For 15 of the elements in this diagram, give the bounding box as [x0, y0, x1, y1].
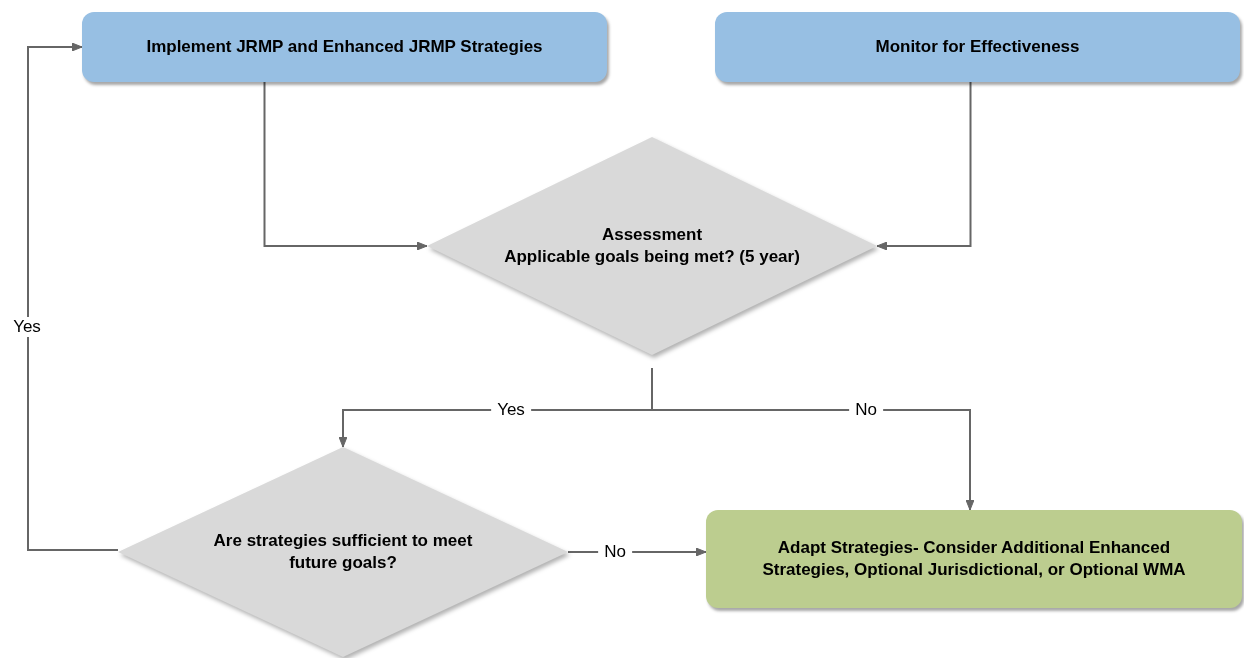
process-box: [706, 510, 1242, 608]
decision-diamond: [118, 447, 568, 657]
node-text: Are strategies sufficient to meet future goals?: [212, 529, 474, 574]
arrow: [651, 367, 975, 511]
decision-diamond: [427, 137, 877, 355]
process-box: [715, 12, 1240, 82]
node-text: Applicable goals being met? (5 year): [504, 246, 800, 268]
arrow: [27, 42, 119, 551]
node-text: Implement JRMP and Enhanced JRMP Strategies: [146, 35, 543, 58]
node-text: Assessment: [601, 223, 703, 246]
arrow: [876, 81, 972, 251]
node-text: Adapt Strategies- Consider Additional Enhanced Strategies, Optional Jurisdictional, or Optional WMA: [761, 536, 1187, 581]
arrow: [263, 81, 428, 251]
node-text: Monitor for Effectiveness: [875, 35, 1080, 58]
process-box: [82, 12, 607, 82]
